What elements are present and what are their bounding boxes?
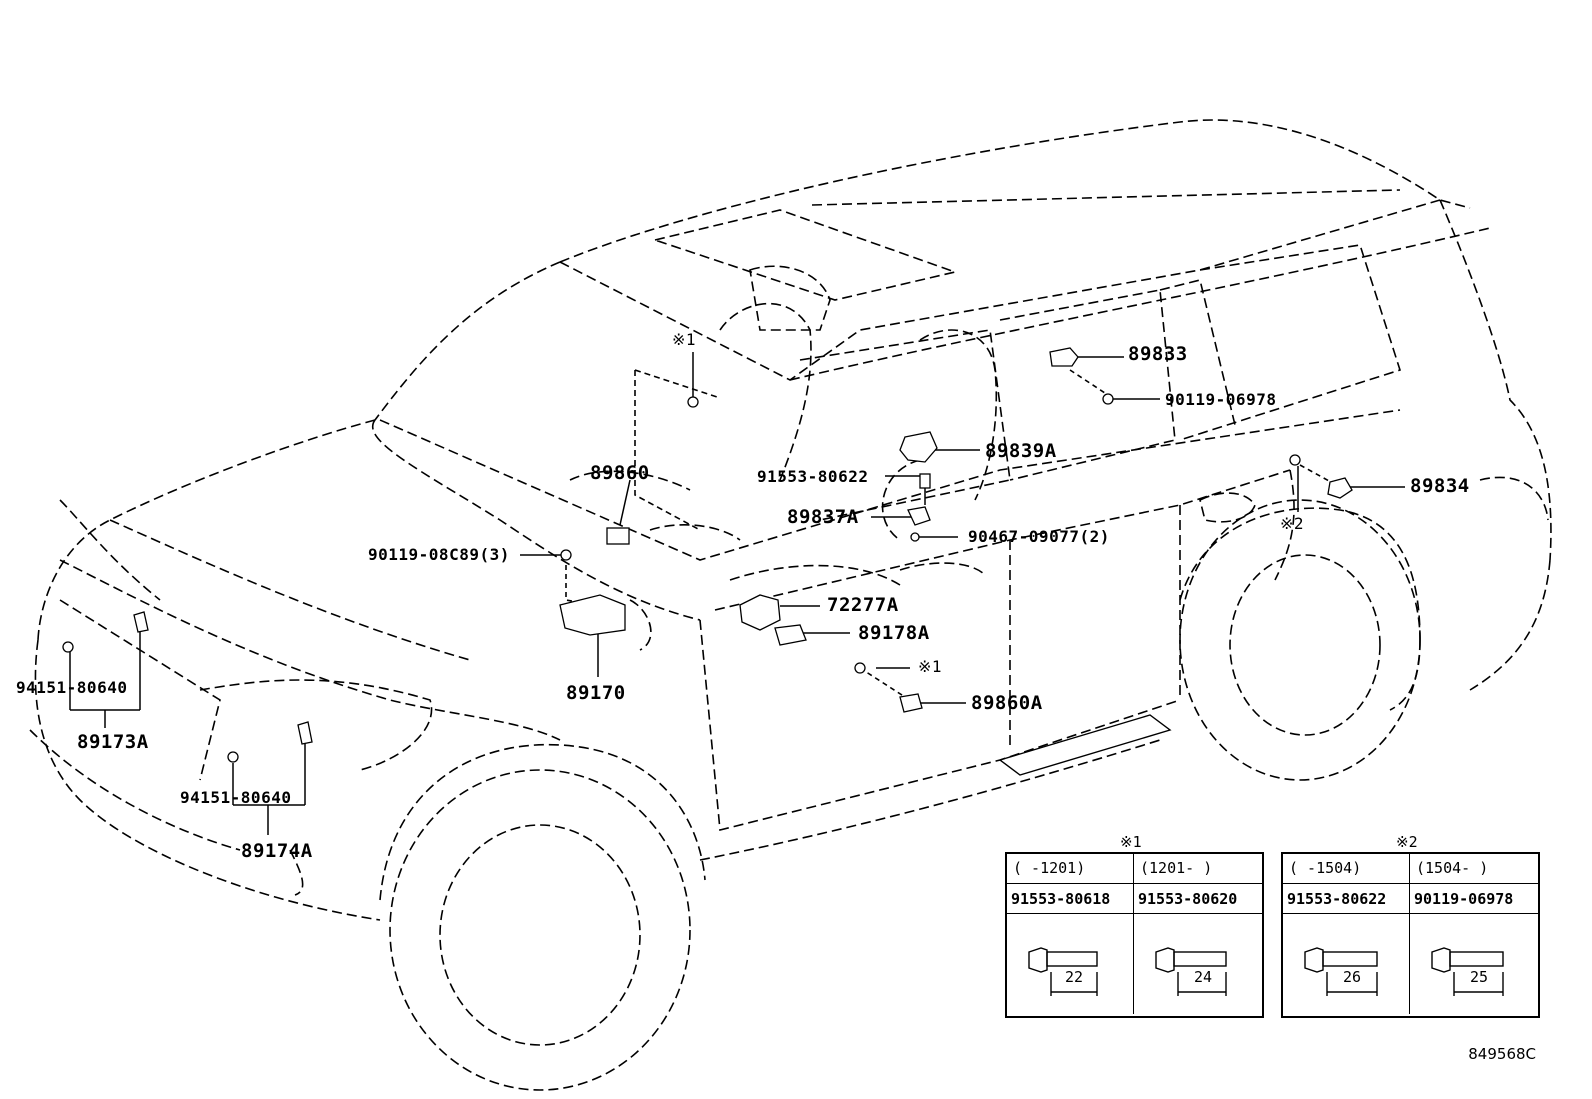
callout-90467-09077: 90467-09077(2): [968, 527, 1110, 546]
callout-90119-06978: 90119-06978: [1165, 390, 1277, 409]
callout-94151-80640-bumper: 94151-80640: [180, 788, 292, 807]
bolt-icon: [1431, 947, 1504, 996]
callout-89174A: 89174A: [241, 840, 313, 862]
table-1-bolt-late: 24: [1134, 914, 1262, 1014]
callout-89833: 89833: [1128, 343, 1188, 365]
callout-89837A: 89837A: [787, 506, 859, 528]
callout-89834: 89834: [1410, 475, 1470, 497]
bolt-icon: [1304, 947, 1378, 996]
table-2-length-early: 26: [1343, 968, 1362, 986]
table-1-length-late: 24: [1194, 968, 1213, 986]
bolt-icon: [1155, 947, 1227, 996]
table-2-marker: ※2: [1396, 833, 1418, 851]
table-1-range-late: (1201- ): [1134, 854, 1262, 884]
table-1-part-early: 91553-80618: [1007, 884, 1134, 914]
callout-89173A: 89173A: [77, 731, 149, 753]
callout-89839A: 89839A: [985, 440, 1057, 462]
bolt-table-1: ( -1201) (1201- ) 91553-80618 91553-8062…: [1005, 852, 1264, 1018]
callout-89170: 89170: [566, 682, 626, 704]
table-1-length-early: 22: [1065, 968, 1084, 986]
bolt-icon: [1028, 947, 1098, 996]
vehicle-body-outline: [29, 119, 1552, 1091]
callout-94151-80640-front: 94151-80640: [16, 678, 128, 697]
table-2-part-early: 91553-80622: [1283, 884, 1410, 914]
table-1-marker: ※1: [1120, 833, 1142, 851]
leader-lines: [69, 352, 1405, 835]
callout-72277A: 72277A: [827, 594, 899, 616]
callout-89860: 89860: [590, 462, 650, 484]
table-1-part-late: 91553-80620: [1134, 884, 1262, 914]
marker-note-1-lower: ※1: [918, 657, 943, 676]
table-2-length-late: 25: [1470, 968, 1489, 986]
bolt-table-2: ( -1504) (1504- ) 91553-80622 90119-0697…: [1281, 852, 1540, 1018]
table-2-bolt-late: 25: [1410, 914, 1538, 1014]
table-1-range-early: ( -1201): [1007, 854, 1134, 884]
table-1-bolt-early: 22: [1007, 914, 1134, 1014]
table-2-range-early: ( -1504): [1283, 854, 1410, 884]
table-2-bolt-early: 26: [1283, 914, 1410, 1014]
callout-90119-08C89: 90119-08C89(3): [368, 545, 510, 564]
marker-note-1-top: ※1: [672, 330, 697, 349]
callout-89178A: 89178A: [858, 622, 930, 644]
diagram-code: 849568C: [1468, 1045, 1536, 1063]
callout-91553-80622: 91553-80622: [757, 467, 869, 486]
marker-note-2: ※2: [1280, 514, 1305, 533]
table-2-range-late: (1504- ): [1410, 854, 1538, 884]
callout-89860A: 89860A: [971, 692, 1043, 714]
sensor-parts: [62, 347, 1353, 763]
table-2-part-late: 90119-06978: [1410, 884, 1538, 914]
